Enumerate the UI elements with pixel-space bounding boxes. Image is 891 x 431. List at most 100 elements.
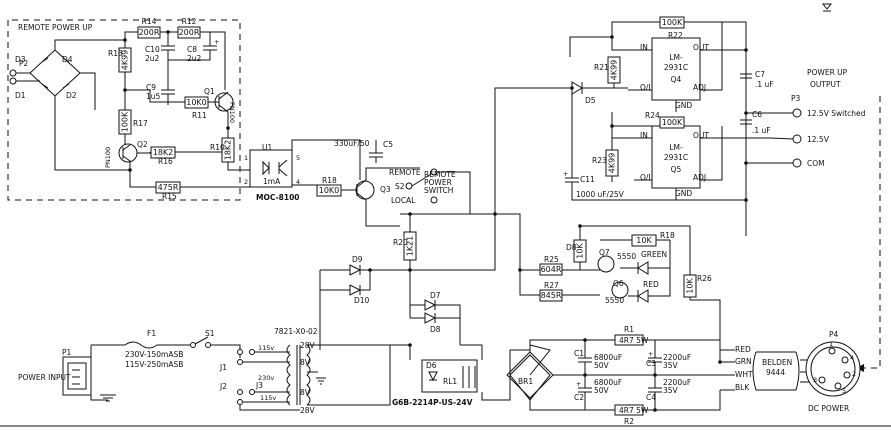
p3-terminal-switched: [792, 108, 802, 118]
j2-label: J2: [219, 382, 227, 391]
q7-number: 5550: [617, 252, 636, 261]
c2-value-1: 6800uF: [594, 378, 622, 387]
d7-wires: [410, 299, 461, 345]
p4-pin-5: [834, 382, 842, 390]
remote-power-up-label: REMOTE POWER UP: [18, 23, 93, 32]
u1-pin5: 5: [296, 154, 300, 162]
p4-pin3-label: 3: [813, 376, 817, 384]
v12-switched-label: 12.5V Switched: [807, 109, 866, 118]
p4-pin-2: [843, 371, 851, 379]
r26-resistor: 10K: [683, 274, 697, 298]
c2-value-2: 50V: [594, 386, 610, 395]
ground-marker-icon: [821, 3, 833, 12]
j2-pin-a: [237, 389, 243, 395]
p2-terminal-1: [9, 69, 17, 77]
q1-leads: [215, 91, 229, 128]
bridge-diode-marks: [41, 57, 70, 89]
remote-switch-2: POWER: [424, 178, 452, 187]
q4-lm-2: 2931C: [664, 63, 688, 72]
q4-gnd: GND: [675, 101, 692, 110]
c5-label: C5: [383, 140, 393, 149]
c2-label: C2: [574, 393, 584, 402]
q5-out: OUT: [693, 131, 709, 140]
p3-terminal-12v: [792, 134, 802, 144]
svg-text:845R: 845R: [541, 291, 562, 300]
f1-fuse: [91, 341, 190, 349]
svg-text:10K: 10K: [686, 278, 695, 294]
svg-text:100K: 100K: [662, 118, 683, 127]
moc-label: MOC-8100: [256, 193, 300, 202]
v230-label: 230v: [258, 374, 274, 382]
r26-bottom: [690, 299, 721, 350]
r16-label: R16: [158, 157, 173, 166]
r1-value: 4R7 5W: [619, 336, 649, 345]
j3-label: J3: [255, 381, 263, 390]
r25-label: R25: [544, 255, 559, 264]
jumper-wires: [239, 351, 300, 411]
c5-cap: [369, 140, 383, 163]
p1-label: P1: [62, 348, 72, 357]
local-label: LOCAL: [391, 196, 416, 205]
u1-pin2: 2: [244, 178, 248, 186]
svg-text:200R: 200R: [139, 28, 160, 37]
relay-part-label: G6B-2214P-US-24V: [392, 398, 473, 407]
q5-gnd: GND: [675, 189, 692, 198]
remote-link-dashed: [862, 96, 881, 369]
f1-label: F1: [147, 329, 156, 338]
d10-label: D10: [354, 296, 370, 305]
c3-label: C3: [646, 359, 656, 368]
r18a-resistor: 10K0: [316, 184, 342, 197]
q4-regulator: [651, 37, 701, 101]
r15-resistor: 475R: [155, 181, 181, 194]
s2-label: S2: [395, 182, 405, 191]
svg-text:100K: 100K: [121, 111, 130, 132]
r23-resistor: 4K99: [605, 149, 619, 177]
q4-pin-wires: [613, 22, 723, 112]
u1-pin4: 4: [296, 178, 300, 186]
q5-pin-wires: [634, 126, 723, 200]
relay-internal: [428, 366, 476, 388]
power-up-label-2: OUTPUT: [810, 80, 841, 89]
r27-resistor: 845R: [539, 289, 563, 302]
r14-resistor: 200R: [137, 26, 161, 39]
r10-resistor: 18K2: [221, 137, 235, 163]
svg-text:200R: 200R: [179, 28, 200, 37]
p4-pin2-label: 2: [852, 370, 856, 378]
r12-label: R12: [182, 17, 197, 26]
c10-label: C10: [145, 45, 160, 54]
q3-transistor: [355, 180, 375, 200]
wire-wht-label: WHT: [735, 370, 753, 379]
p1-wires: [90, 345, 116, 402]
q1-label: Q1: [204, 87, 215, 96]
r11-resistor: 10K0: [184, 96, 209, 109]
d3-label: D3: [15, 55, 26, 64]
d8a-label: D8: [566, 243, 577, 252]
d2-label: D2: [66, 91, 77, 100]
bridge-wires: [54, 39, 130, 171]
remote-label: REMOTE: [389, 168, 421, 177]
dc-power-label: DC POWER: [808, 404, 849, 413]
q4-in: IN: [640, 43, 648, 52]
green-led: [620, 261, 670, 275]
u1-text: 1mA: [263, 177, 281, 186]
fuse-rating-1: 230V-150mASB: [125, 350, 183, 359]
c9-label: C9: [146, 83, 156, 92]
j2-pin-b: [237, 399, 243, 405]
c6-label: C6: [752, 110, 762, 119]
svg-text:100K: 100K: [662, 18, 683, 27]
d1-label: D1: [15, 91, 26, 100]
u1-pin1: 1: [244, 154, 248, 162]
p4-label: P4: [829, 330, 839, 339]
rl1-label: RL1: [443, 377, 457, 386]
belden-cable: [752, 351, 800, 391]
power-input-label: POWER INPUT: [18, 373, 71, 382]
q5-oi: O/I: [640, 173, 651, 182]
r26-label: R26: [697, 274, 712, 283]
r18a-label: R18: [322, 176, 337, 185]
c3-value-1: 2200uF: [663, 353, 691, 362]
r13-label: R13: [108, 49, 123, 58]
d5-wires: [470, 81, 628, 215]
p4-pin-3: [818, 376, 826, 384]
q6-label: Q6: [613, 279, 624, 288]
